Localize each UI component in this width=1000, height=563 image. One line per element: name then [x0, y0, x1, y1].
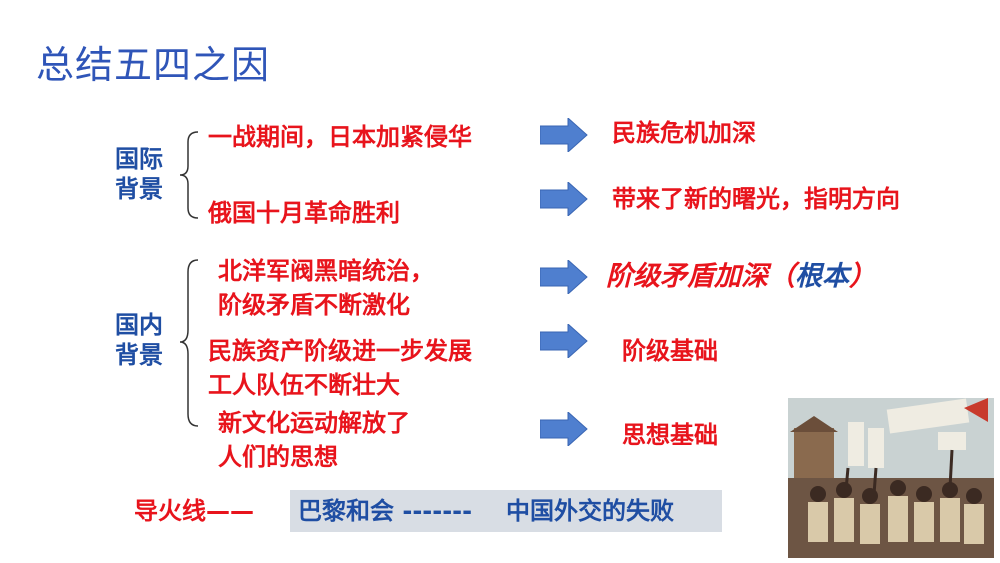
domestic-cause-3: 新文化运动解放了 人们的思想 — [218, 406, 410, 474]
domestic-cause-2-line2: 工人队伍不断壮大 — [208, 371, 400, 399]
domestic-cause-1-line1: 北洋军阀黑暗统治， — [218, 257, 434, 285]
international-cause-2: 俄国十月革命胜利 — [208, 199, 400, 227]
domestic-background-label: 国内 背景 — [106, 310, 172, 370]
domestic-effect-1: 阶级矛盾加深（根本） — [606, 260, 876, 294]
domestic-label-line1: 国内 — [115, 311, 163, 339]
domestic-cause-1: 北洋军阀黑暗统治， 阶级矛盾不断激化 — [218, 254, 434, 322]
right-arrow-icon — [540, 182, 588, 216]
right-arrow-icon — [540, 260, 588, 294]
international-background-label: 国际 背景 — [106, 144, 172, 204]
fuse-result: 中国外交的失败 — [506, 497, 674, 525]
domestic-cause-3-line1: 新文化运动解放了 — [218, 409, 410, 437]
domestic-effect-1-paren-close: ） — [849, 261, 876, 292]
protest-illustration — [788, 398, 994, 558]
international-cause-1: 一战期间，日本加紧侵华 — [208, 123, 472, 151]
international-label-line1: 国际 — [115, 145, 163, 173]
domestic-label-line2: 背景 — [115, 341, 163, 369]
domestic-effect-1-main: 阶级矛盾加深 — [606, 261, 768, 292]
international-label-line2: 背景 — [115, 175, 163, 203]
fuse-label: 导火线—— — [134, 497, 254, 525]
domestic-cause-3-line2: 人们的思想 — [218, 443, 338, 471]
brace-icon — [179, 131, 199, 219]
fuse-event: 巴黎和会 ------- — [298, 497, 473, 525]
may-fourth-protest-image — [788, 398, 994, 558]
right-arrow-icon — [540, 118, 588, 152]
fuse-highlight-box — [290, 490, 722, 532]
international-effect-1: 民族危机加深 — [612, 119, 756, 147]
domestic-effect-1-paren-open: （ — [768, 261, 795, 292]
domestic-cause-1-line2: 阶级矛盾不断激化 — [218, 291, 410, 319]
domestic-cause-2-line1: 民族资产阶级进一步发展 — [208, 337, 472, 365]
page-title: 总结五四之因 — [36, 43, 271, 87]
brace-icon — [179, 259, 199, 427]
root-cause-note: 根本 — [795, 261, 849, 292]
domestic-effect-2: 阶级基础 — [622, 337, 718, 365]
right-arrow-icon — [540, 324, 588, 358]
domestic-cause-2: 民族资产阶级进一步发展 工人队伍不断壮大 — [208, 334, 472, 402]
domestic-effect-3: 思想基础 — [622, 421, 718, 449]
right-arrow-icon — [540, 412, 588, 446]
international-effect-2: 带来了新的曙光，指明方向 — [612, 185, 900, 213]
